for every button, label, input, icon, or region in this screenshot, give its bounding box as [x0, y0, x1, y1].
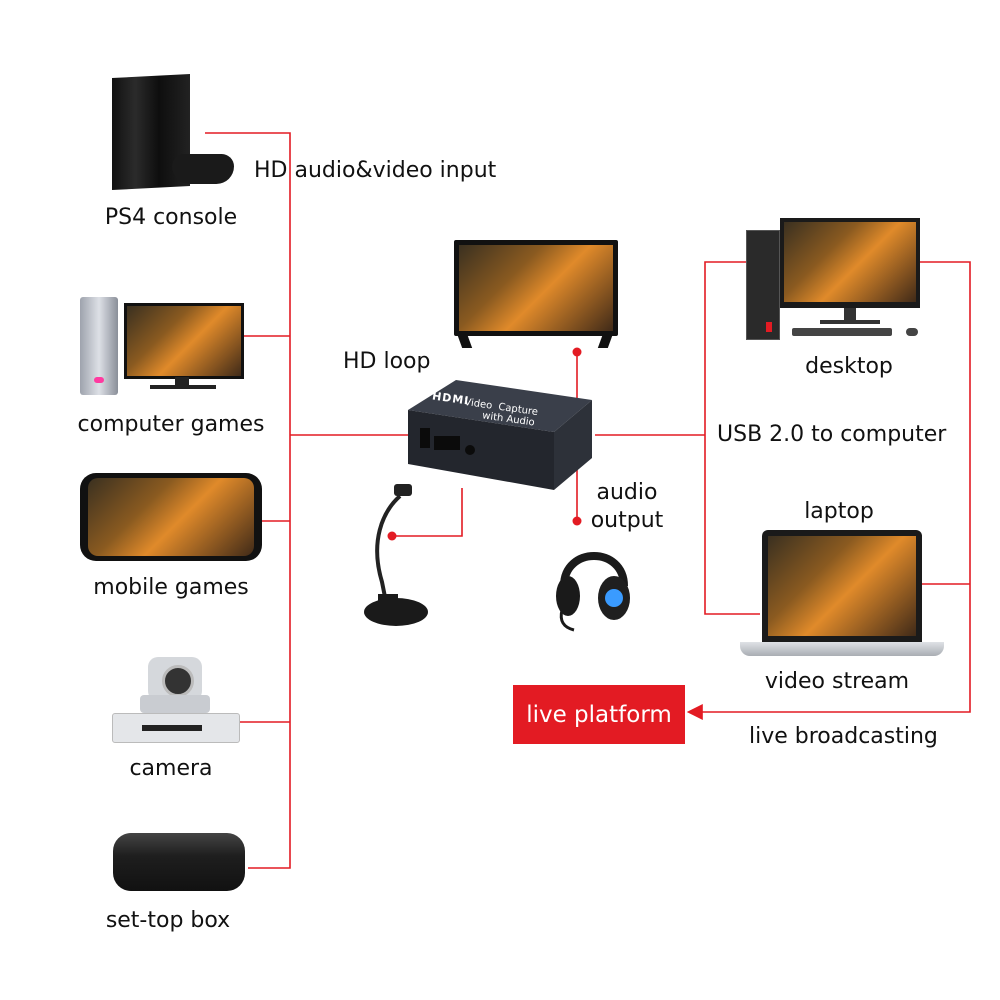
live-platform-box: live platform — [513, 685, 685, 744]
headset-image — [554, 536, 634, 632]
live-broadcasting-label: live broadcasting — [749, 724, 938, 749]
ptz-camera-image — [112, 655, 240, 745]
mobile-games-label: mobile games — [93, 575, 249, 600]
set-top-box-label: set-top box — [105, 908, 231, 933]
microphone-image — [362, 482, 432, 630]
ps4-console-image — [112, 73, 234, 191]
input-label: HD audio&video input — [254, 158, 497, 183]
smartphone-image — [80, 473, 264, 563]
loop-tv-image — [454, 240, 620, 350]
audio-output-label: audio output — [590, 480, 664, 533]
gaming-pc-image — [80, 297, 244, 397]
desktop-computer-image — [746, 218, 922, 342]
computer-games-label: computer games — [77, 412, 265, 437]
gamepad-icon — [172, 154, 234, 184]
usb-label: USB 2.0 to computer — [717, 422, 947, 447]
set-top-box-image — [113, 833, 247, 893]
video-stream-label: video stream — [764, 669, 910, 694]
laptop-image — [740, 530, 944, 660]
ps4-label: PS4 console — [104, 205, 238, 230]
desktop-label: desktop — [805, 354, 893, 379]
laptop-label: laptop — [804, 499, 874, 524]
camera-label: camera — [129, 756, 213, 781]
capture-card: HDMI Video Capture with Audio — [404, 380, 596, 492]
hd-loop-label: HD loop — [343, 349, 431, 374]
